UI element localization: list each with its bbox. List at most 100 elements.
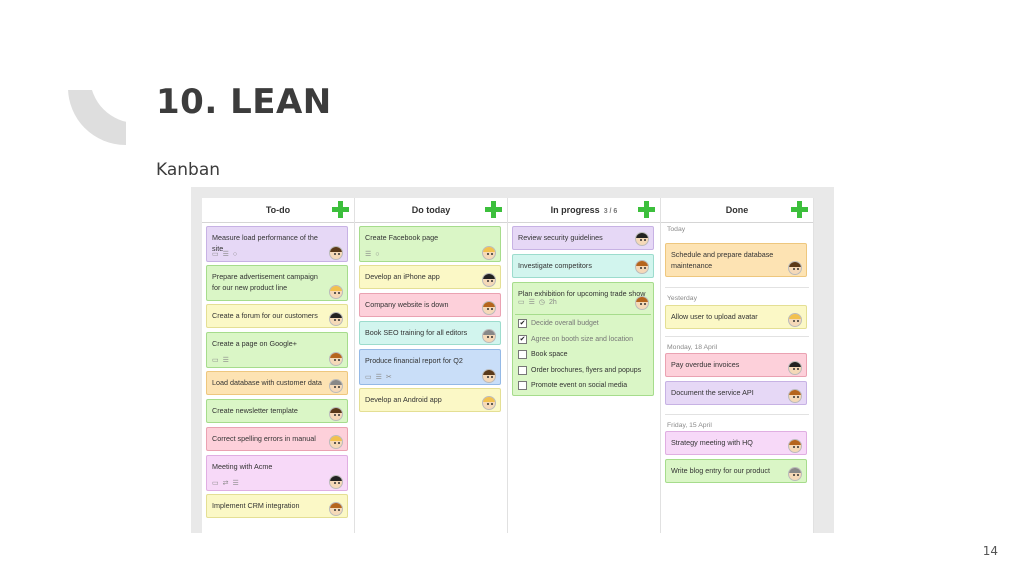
avatar (329, 435, 343, 449)
checklist-item[interactable]: Order brochures, flyers and popups (518, 365, 642, 375)
checklist-divider (515, 314, 651, 315)
card-title: Produce financial report for Q2 (365, 356, 463, 365)
card-title: Review security guidelines (518, 233, 603, 242)
kanban-card-with-checklist[interactable]: Plan exhibition for upcoming trade show▭… (512, 282, 654, 396)
avatar (482, 329, 496, 343)
card-icon-row: ▭⇄☰ (212, 480, 239, 488)
kanban-card[interactable]: Prepare advertisement campaign for our n… (206, 265, 348, 301)
avatar (329, 285, 343, 299)
avatar (635, 296, 649, 310)
kanban-card[interactable]: Develop an iPhone app (359, 265, 501, 289)
card-title: Load database with customer data (212, 378, 322, 387)
kanban-card[interactable]: Implement CRM integration (206, 494, 348, 518)
checklist-icon: ☰ (232, 480, 239, 487)
kanban-card[interactable]: Investigate competitors (512, 254, 654, 278)
avatar (329, 312, 343, 326)
avatar (482, 396, 496, 410)
checklist-item[interactable]: ✔Decide overall budget (518, 319, 599, 328)
kanban-card[interactable]: Document the service API (665, 381, 807, 405)
kanban-card[interactable]: Create a forum for our customers (206, 304, 348, 328)
comment-icon: ○ (232, 251, 238, 258)
kanban-card[interactable]: Allow user to upload avatar (665, 305, 807, 329)
card-title: Pay overdue invoices (671, 360, 740, 369)
column-title-text: Do today (411, 205, 451, 215)
kanban-card[interactable]: Produce financial report for Q2▭☰✂ (359, 349, 501, 385)
card-title: Schedule and prepare database maintenanc… (671, 250, 774, 270)
slide-subtitle: Kanban (156, 160, 221, 180)
add-card-plus-icon[interactable] (332, 201, 349, 218)
card-title: Meeting with Acme (212, 462, 273, 471)
avatar (482, 301, 496, 315)
avatar (788, 361, 802, 375)
kanban-card[interactable]: Meeting with Acme ▭⇄☰ (206, 455, 348, 491)
date-group-label: Friday, 15 April (667, 422, 712, 429)
checklist-icon: ☰ (528, 299, 535, 306)
kanban-card[interactable]: Company website is down (359, 293, 501, 317)
avatar (482, 369, 496, 383)
column-title-text: Done (725, 205, 749, 215)
date-group-label: Monday, 18 April (667, 344, 718, 351)
kanban-card[interactable]: Correct spelling errors in manual (206, 427, 348, 451)
time-estimate: 2h (549, 299, 557, 306)
avatar (329, 352, 343, 366)
checklist-item-label: Promote event on social media (531, 382, 628, 389)
kanban-card[interactable]: Load database with customer data (206, 371, 348, 395)
kanban-card[interactable]: Create Facebook page☰○ (359, 226, 501, 262)
kanban-card[interactable]: Create newsletter template (206, 399, 348, 423)
kanban-card[interactable]: Measure load performance of the site▭☰○ (206, 226, 348, 262)
card-title: Strategy meeting with HQ (671, 438, 753, 447)
avatar (329, 502, 343, 516)
note-icon: ▭ (212, 480, 219, 487)
checkbox[interactable]: ✔ (518, 319, 527, 328)
kanban-card[interactable]: Strategy meeting with HQ (665, 431, 807, 455)
checklist-item-label: Order brochures, flyers and popups (531, 366, 642, 374)
kanban-card[interactable]: Review security guidelines (512, 226, 654, 250)
checklist-icon: ☰ (222, 357, 229, 364)
card-title: Plan exhibition for upcoming trade show (518, 289, 646, 298)
kanban-card[interactable]: Create a page on Google+▭☰ (206, 332, 348, 368)
kanban-card[interactable]: Develop an Android app (359, 388, 501, 412)
slide-title: 10. LEAN (156, 82, 332, 122)
avatar (635, 232, 649, 246)
kanban-card[interactable]: Write blog entry for our product (665, 459, 807, 483)
clock-icon: ◷ (538, 299, 546, 306)
checklist-item-label: Agree on booth size and location (531, 335, 633, 343)
card-icon-row: ▭☰ (212, 357, 229, 365)
attachment-icon: ✂ (385, 374, 392, 381)
kanban-card[interactable]: Book SEO training for all editors (359, 321, 501, 345)
checkbox[interactable]: ✔ (518, 334, 527, 344)
checkbox[interactable] (518, 365, 527, 375)
group-divider (665, 414, 809, 415)
checklist-icon: ☰ (365, 251, 372, 258)
checklist-item[interactable]: Promote event on social media (518, 381, 627, 390)
add-card-plus-icon[interactable] (485, 201, 502, 218)
kanban-card[interactable]: Pay overdue invoices (665, 353, 807, 377)
avatar (482, 246, 496, 260)
add-card-plus-icon[interactable] (791, 201, 808, 218)
checklist-item[interactable]: Book space (518, 350, 568, 359)
card-title: Write blog entry for our product (671, 466, 770, 475)
checkbox[interactable] (518, 350, 527, 359)
kanban-card[interactable]: Schedule and prepare database maintenanc… (665, 243, 807, 277)
comment-icon: ○ (375, 251, 380, 258)
column-header: Do today (355, 198, 507, 223)
note-icon: ▭ (365, 374, 372, 381)
column-title: Do today (355, 205, 507, 215)
checkbox[interactable] (518, 381, 527, 390)
avatar (329, 379, 343, 393)
avatar (788, 467, 802, 481)
date-group-label: Today (667, 226, 686, 233)
add-card-plus-icon[interactable] (638, 201, 655, 218)
card-title: Create a forum for our customers (212, 311, 318, 320)
card-title: Book SEO training for all editors (365, 328, 468, 337)
avatar (635, 260, 649, 274)
checklist-item-label: Book space (531, 351, 568, 358)
checklist-item[interactable]: ✔ Agree on booth size and location (518, 334, 633, 344)
group-divider (665, 287, 809, 288)
card-title: Measure load performance of the site (212, 233, 318, 253)
column-header: Done (661, 198, 813, 223)
